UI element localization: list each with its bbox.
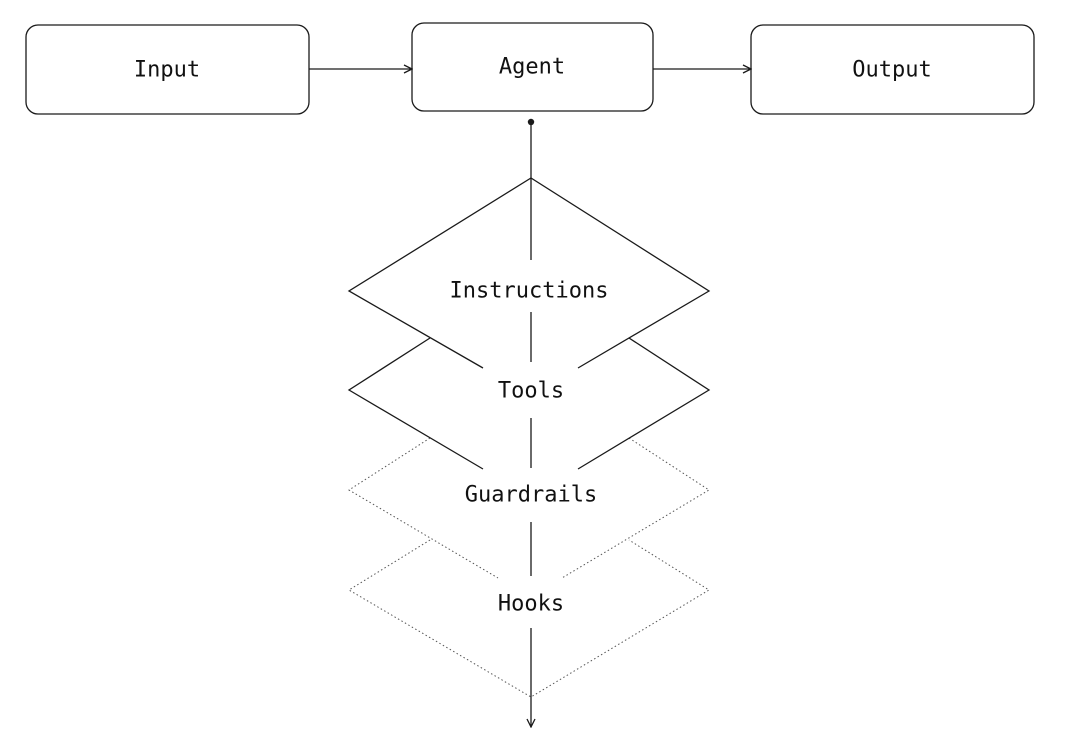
vertical-spine — [528, 118, 534, 727]
hooks-layer: Hooks — [348, 539, 710, 698]
output-node: Output — [750, 24, 1035, 115]
tools-layer: Tools — [347, 337, 711, 470]
hooks-label: Hooks — [498, 592, 564, 617]
instructions-layer: Instructions — [347, 177, 711, 369]
tools-label: Tools — [498, 379, 564, 404]
output-label: Output — [852, 58, 931, 83]
agent-label: Agent — [499, 55, 565, 80]
agent-node: Agent — [411, 22, 654, 112]
guardrails-label: Guardrails — [465, 483, 597, 508]
instructions-label: Instructions — [450, 279, 609, 304]
input-node: Input — [25, 24, 310, 115]
guardrails-layer: Guardrails — [348, 437, 710, 579]
input-label: Input — [134, 58, 200, 83]
